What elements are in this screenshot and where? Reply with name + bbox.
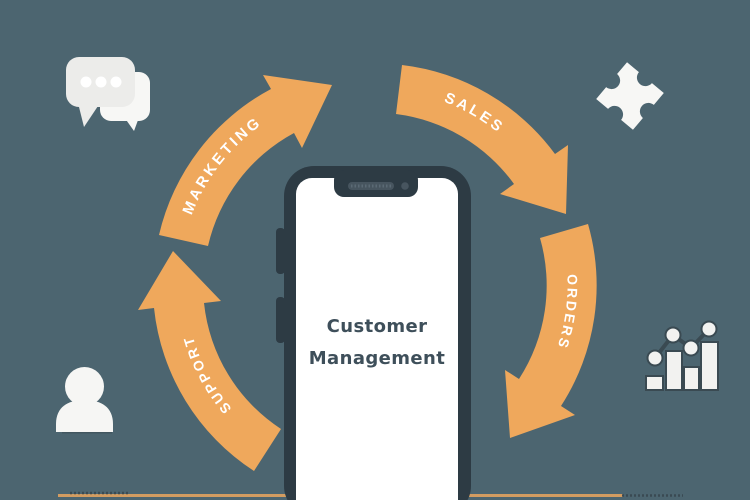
chart-bar-4 <box>700 341 719 391</box>
chat-bubbles-icon <box>66 57 150 131</box>
chat-dot-2 <box>95 76 107 88</box>
sales-arrow <box>396 65 568 214</box>
orders-arrow <box>505 224 597 438</box>
chart-bar-3 <box>683 366 700 391</box>
chart-point-1 <box>646 349 664 367</box>
volume-button-up <box>276 228 285 274</box>
speaker-grille <box>348 182 394 190</box>
chat-dot-1 <box>80 76 92 88</box>
volume-button-down <box>276 297 285 343</box>
chart-point-2 <box>664 326 682 344</box>
puzzle-shape <box>596 62 664 130</box>
chart-point-3 <box>682 339 700 357</box>
marketing-arrow <box>159 75 332 246</box>
bar-chart-trend-icon <box>645 320 719 391</box>
chart-point-4 <box>700 320 718 338</box>
camera-dot <box>401 182 409 190</box>
screen-title-line1: Customer <box>327 316 428 337</box>
support-arrow <box>138 251 281 471</box>
person-icon <box>56 367 113 434</box>
phone-screen <box>296 178 458 500</box>
chart-trend-line <box>653 327 711 360</box>
person-head <box>65 367 104 406</box>
puzzle-piece-icon <box>596 62 664 130</box>
screen-title-line2: Management <box>309 348 446 369</box>
chat-rear-tail <box>122 112 141 131</box>
chart-bar-2 <box>665 350 683 391</box>
chat-front-tail <box>78 103 100 127</box>
person-body <box>56 400 113 432</box>
phone: Customer Management <box>276 166 471 500</box>
chat-dot-3 <box>110 76 122 88</box>
chart-bar-1 <box>645 375 664 391</box>
